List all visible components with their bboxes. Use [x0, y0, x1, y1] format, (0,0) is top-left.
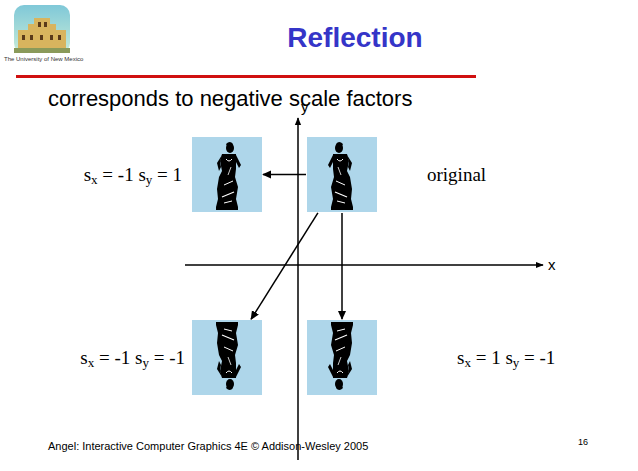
transform-arrow: [251, 213, 318, 319]
scale-label: sx = 1 sy = -1: [457, 347, 555, 369]
scale-label: sx = -1 sy = -1: [80, 347, 185, 369]
x-axis: [185, 264, 543, 266]
axis-label: y: [301, 98, 309, 115]
transform-arrow: [341, 213, 343, 319]
image-box: sx = -1 sy = 1: [192, 137, 262, 212]
image-box: sx = -1 sy = -1: [192, 320, 262, 395]
university-logo: [14, 5, 70, 53]
image-panels: [192, 137, 377, 395]
footer-credit: Angel: Interactive Computer Graphics 4E …: [48, 440, 368, 452]
title-rule: [16, 75, 476, 78]
image-box: original: [307, 137, 377, 212]
subtitle: corresponds to negative scale factors: [48, 86, 412, 112]
transform-arrow: [263, 174, 306, 176]
axis-label: x: [548, 256, 556, 273]
image-box: sx = 1 sy = -1: [307, 320, 377, 395]
page-number: 16: [578, 437, 588, 447]
logo-caption: The University of New Mexico: [4, 56, 83, 62]
scale-label: sx = -1 sy = 1: [84, 164, 182, 186]
slide-title: Reflection: [200, 22, 510, 54]
y-axis: [297, 118, 299, 460]
scale-label: original: [427, 164, 486, 186]
